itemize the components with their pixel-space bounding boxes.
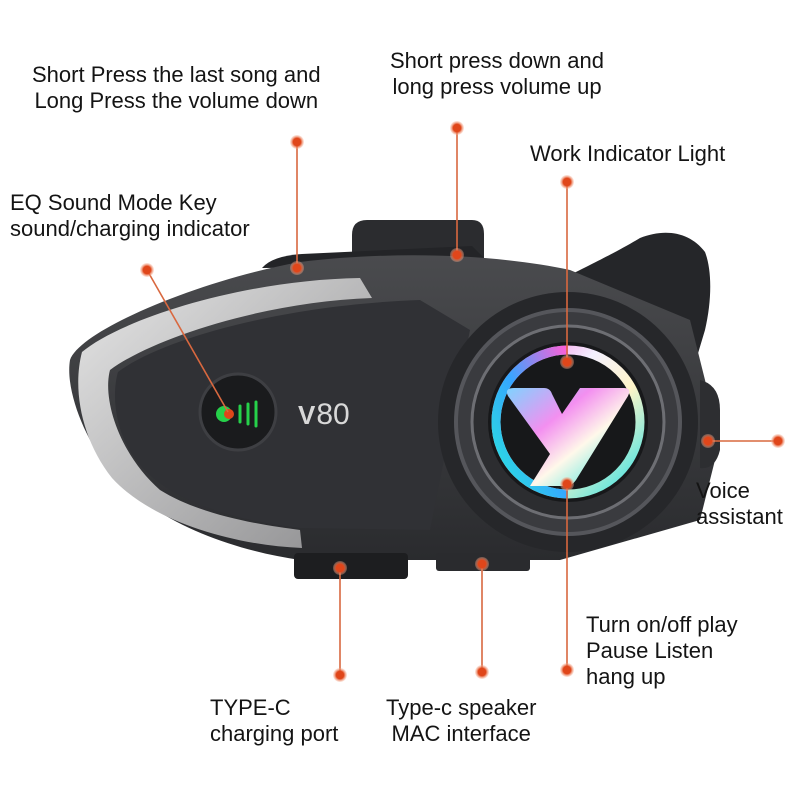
- callout-type-c-charging: TYPE-C charging port: [210, 695, 339, 746]
- callout-next-song: Short press down and long press volume u…: [390, 48, 605, 99]
- callout-type-c-speaker: Type-c speaker MAC interface: [386, 695, 537, 746]
- callout-main-button: Turn on/off play Pause Listen hang up: [586, 612, 738, 689]
- callout-work-light: Work Indicator Light: [530, 141, 726, 166]
- callout-eq-key: EQ Sound Mode Key sound/charging indicat…: [10, 190, 250, 241]
- callout-voice-assistant: Voice assistant: [696, 478, 783, 529]
- callout-prev-song: Short Press the last song and Long Press…: [32, 62, 321, 113]
- v-logo-icon: V: [298, 400, 315, 430]
